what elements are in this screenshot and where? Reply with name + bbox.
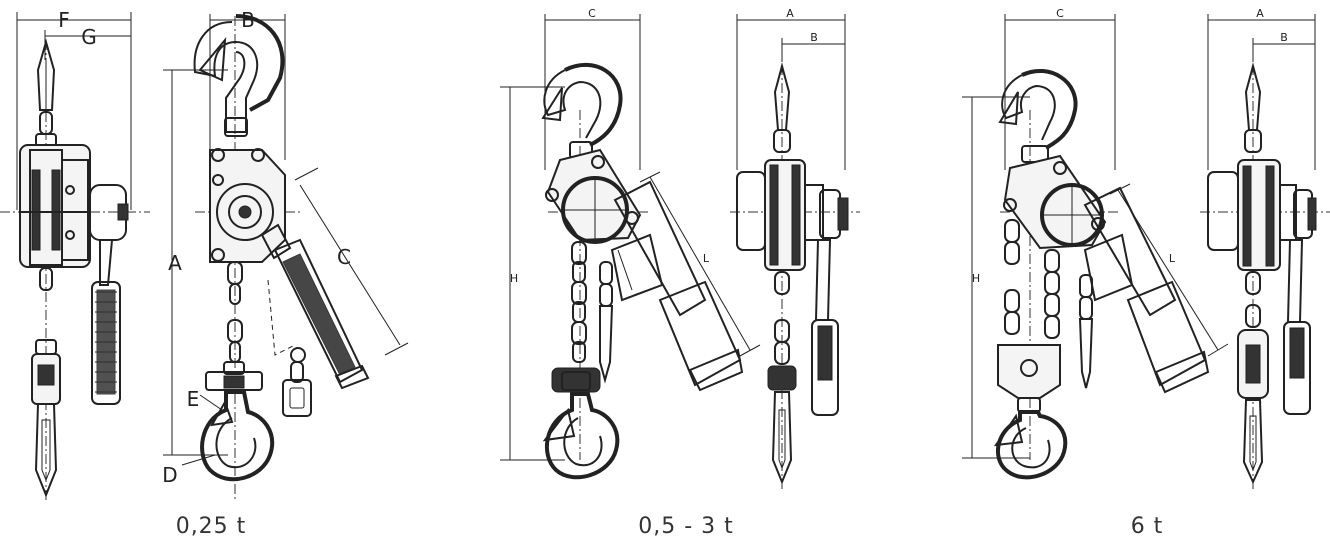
v2-dim-A: A bbox=[786, 7, 794, 20]
v1-dim-B: B bbox=[241, 8, 255, 32]
v2-dim-H: H bbox=[510, 272, 518, 285]
variant-2-side-view bbox=[730, 14, 860, 490]
v3-dim-B: B bbox=[1280, 31, 1288, 44]
v3-dim-C: C bbox=[1056, 7, 1064, 20]
v3-dim-L: L bbox=[1169, 252, 1176, 265]
v2-dim-B: B bbox=[810, 31, 818, 44]
caption-variant-2: 0,5 - 3 t bbox=[638, 514, 734, 539]
variant-1-side-view bbox=[0, 12, 150, 500]
variant-3-side-view bbox=[1200, 14, 1330, 490]
v2-dim-L: L bbox=[703, 252, 710, 265]
variant-1-front-view bbox=[163, 14, 409, 500]
v1-dim-C: C bbox=[337, 245, 351, 269]
caption-variant-1: 0,25 t bbox=[175, 514, 247, 539]
v1-dim-E: E bbox=[187, 387, 200, 411]
v1-dim-F: F bbox=[58, 8, 70, 32]
v3-dim-A: A bbox=[1256, 7, 1264, 20]
v1-dim-G: G bbox=[81, 25, 97, 49]
variant-2-front-view bbox=[500, 14, 761, 480]
variant-3-front-view bbox=[962, 14, 1229, 480]
caption-variant-3: 6 t bbox=[1130, 514, 1164, 539]
v3-dim-H: H bbox=[972, 272, 980, 285]
v2-dim-C: C bbox=[588, 7, 596, 20]
v1-dim-D: D bbox=[162, 463, 177, 487]
v1-dim-A: A bbox=[168, 251, 182, 275]
